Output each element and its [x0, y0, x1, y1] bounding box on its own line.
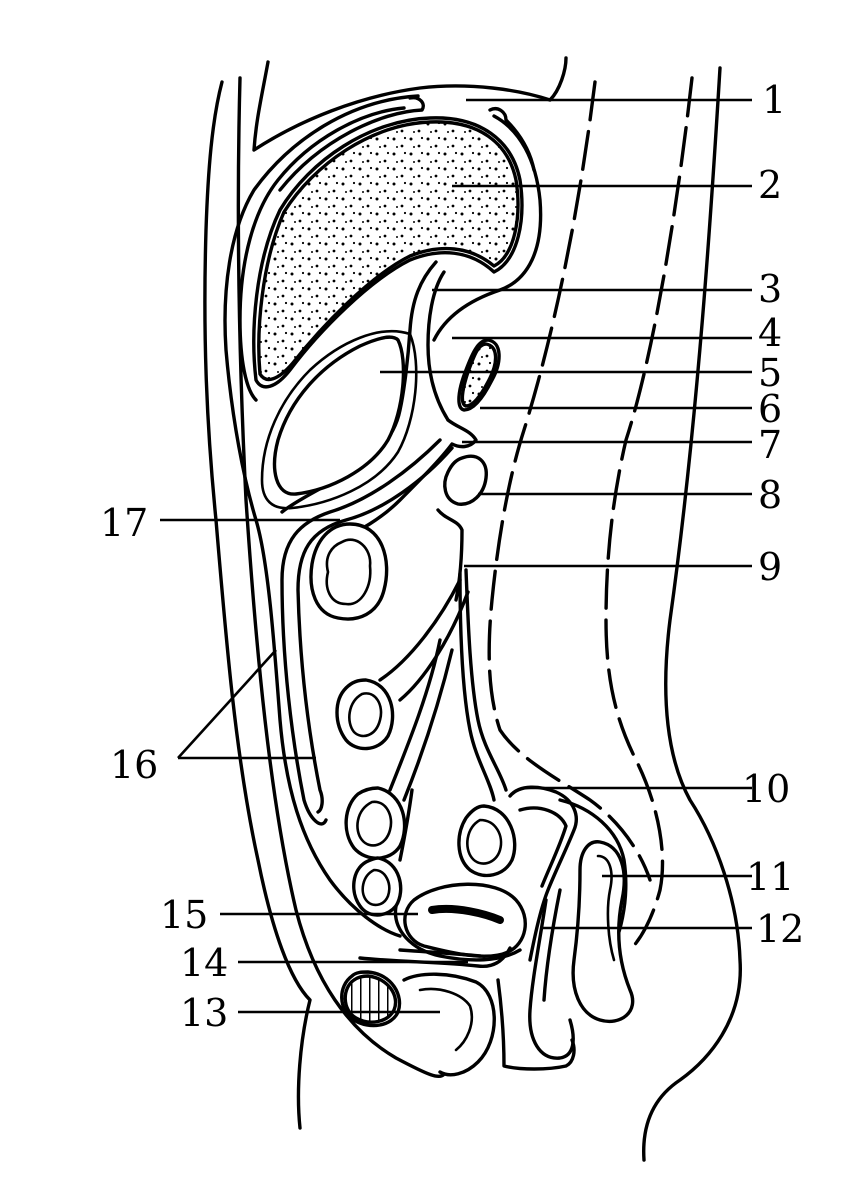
- coronary-ligament: [488, 107, 536, 172]
- vesicouterine-pouch-inner: [398, 948, 482, 958]
- label-17: 17: [100, 501, 148, 545]
- label-11: 11: [746, 855, 794, 899]
- leader-16a: [177, 649, 277, 759]
- label-3: 3: [758, 267, 782, 311]
- label-5: 5: [758, 351, 782, 395]
- label-12: 12: [756, 907, 804, 951]
- pubic-symphysis: [340, 970, 402, 1028]
- transverse-mesocolon: [338, 418, 478, 542]
- vesicouterine-pouch: [358, 946, 512, 968]
- stomach-outer-wall: [260, 329, 418, 510]
- rectum-wall: [528, 898, 575, 1060]
- transverse-colon: [309, 522, 389, 621]
- duodenum: [443, 454, 488, 506]
- urinary-bladder: [393, 882, 527, 962]
- label-15: 15: [160, 893, 208, 937]
- label-16: 16: [110, 743, 158, 787]
- label-7: 7: [758, 423, 782, 467]
- retroperitoneal-lines: [487, 76, 694, 952]
- mesentery: [457, 568, 517, 878]
- stomach: [272, 335, 406, 496]
- rectum-inner: [542, 888, 562, 1002]
- part-labels: 1 2 3 4 5 6 7 8 9 10 11 12 13 14 15 16 1…: [100, 78, 804, 1035]
- perineum: [402, 972, 576, 1077]
- label-8: 8: [758, 473, 782, 517]
- label-13: 13: [180, 991, 228, 1035]
- greater-omentum: [280, 438, 454, 826]
- label-1: 1: [762, 78, 786, 122]
- pancreas-fill: [460, 342, 498, 408]
- label-6: 6: [758, 387, 782, 431]
- small-intestine-loops: [335, 578, 470, 917]
- uterus: [571, 840, 635, 1023]
- label-10: 10: [742, 767, 790, 811]
- label-9: 9: [758, 545, 782, 589]
- label-2: 2: [758, 163, 782, 207]
- diaphragm-fold: [278, 96, 425, 192]
- leader-lines: [160, 98, 752, 1014]
- label-4: 4: [758, 311, 782, 355]
- label-14: 14: [180, 941, 228, 985]
